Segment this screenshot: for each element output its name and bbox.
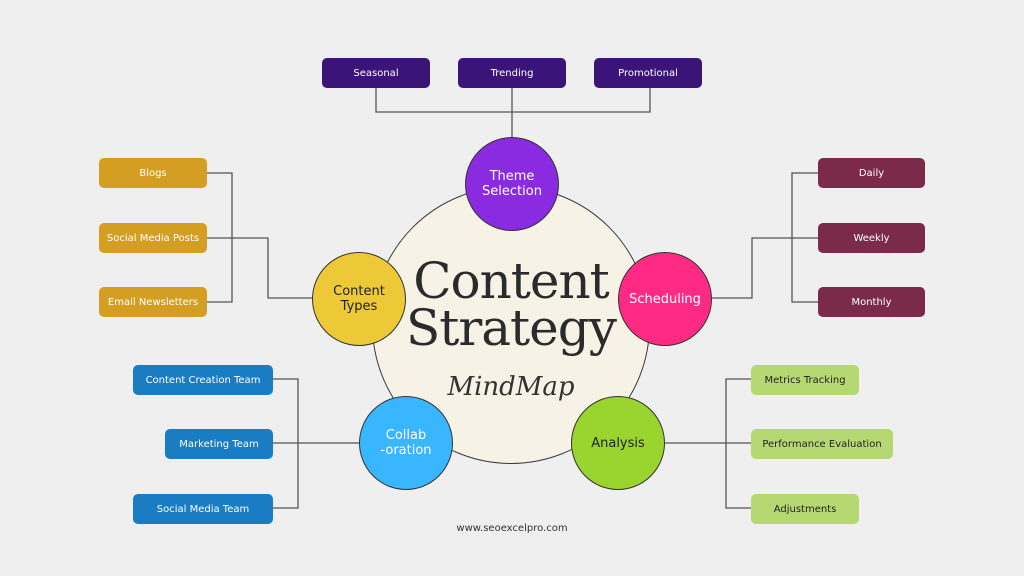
box-label: Social Media Posts xyxy=(106,232,200,244)
box-performance-evaluation: Performance Evaluation xyxy=(751,429,893,459)
box-label: Seasonal xyxy=(353,67,399,79)
box-label: Blogs xyxy=(139,167,167,179)
box-social-media-posts: Social Media Posts xyxy=(99,223,207,253)
node-content-types: Content Types xyxy=(312,252,406,346)
box-label: Metrics Tracking xyxy=(764,374,846,386)
box-label: Performance Evaluation xyxy=(762,438,882,450)
box-label: Weekly xyxy=(853,232,890,244)
box-label: Trending xyxy=(490,67,534,79)
node-collab-label: Collab -oration xyxy=(380,428,432,458)
node-theme-selection: Theme Selection xyxy=(465,137,559,231)
box-promotional: Promotional xyxy=(594,58,702,88)
box-label: Marketing Team xyxy=(179,438,259,450)
box-blogs: Blogs xyxy=(99,158,207,188)
box-email-newsletters: Email Newsletters xyxy=(99,287,207,317)
box-metrics-tracking: Metrics Tracking xyxy=(751,365,859,395)
node-scheduling: Scheduling xyxy=(618,252,712,346)
box-weekly: Weekly xyxy=(818,223,925,253)
box-seasonal: Seasonal xyxy=(322,58,430,88)
box-label: Email Newsletters xyxy=(107,296,199,308)
box-monthly: Monthly xyxy=(818,287,925,317)
subtitle: MindMap xyxy=(447,372,575,402)
box-label: Monthly xyxy=(851,296,892,308)
node-analysis-label: Analysis xyxy=(591,435,645,451)
box-label: Promotional xyxy=(618,67,678,79)
box-label: Adjustments xyxy=(773,503,837,515)
node-analysis: Analysis xyxy=(571,396,665,490)
box-adjustments: Adjustments xyxy=(751,494,859,524)
footer-url: www.seoexcelpro.com xyxy=(456,523,568,534)
box-marketing-team: Marketing Team xyxy=(165,429,273,459)
box-label: Content Creation Team xyxy=(145,374,261,386)
box-daily: Daily xyxy=(818,158,925,188)
node-types-label: Content Types xyxy=(333,284,385,314)
node-theme-label: Theme Selection xyxy=(482,169,542,199)
title-line-1: Content xyxy=(413,252,610,310)
box-content-creation-team: Content Creation Team xyxy=(133,365,273,395)
title-line-2: Strategy xyxy=(406,299,617,357)
box-label: Daily xyxy=(858,167,885,179)
node-collaboration: Collab -oration xyxy=(359,396,453,490)
box-label: Social Media Team xyxy=(156,503,250,515)
node-scheduling-label: Scheduling xyxy=(629,291,701,307)
box-trending: Trending xyxy=(458,58,566,88)
box-social-media-team: Social Media Team xyxy=(133,494,273,524)
